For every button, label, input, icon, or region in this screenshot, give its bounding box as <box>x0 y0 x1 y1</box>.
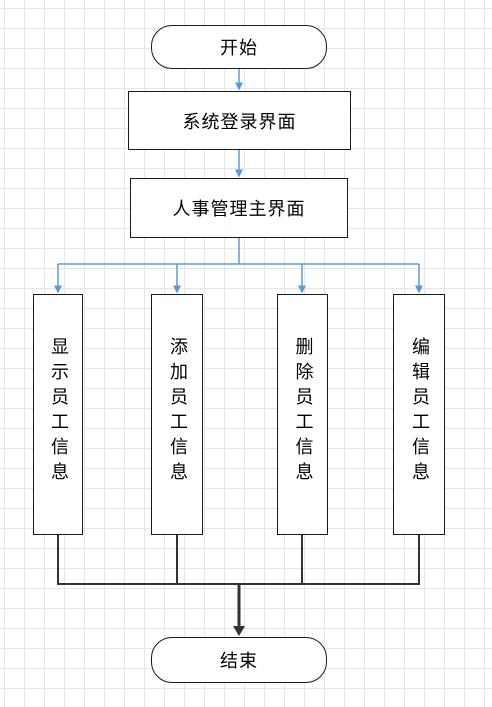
login-screen-node: 系统登录界面 <box>128 91 351 150</box>
end-node: 结束 <box>151 637 327 683</box>
start-label: 开始 <box>220 38 258 59</box>
end-label: 结束 <box>220 651 258 672</box>
module-add-employee: 添加员工信息 <box>151 294 203 535</box>
module-add-label: 添加员工信息 <box>167 336 188 487</box>
module-delete-label: 删除员工信息 <box>292 336 314 487</box>
main-screen-label: 人事管理主界面 <box>172 199 306 220</box>
module-show-employee: 显示员工信息 <box>33 294 83 535</box>
main-screen-node: 人事管理主界面 <box>130 178 348 238</box>
module-show-label: 显示员工信息 <box>48 336 69 487</box>
module-edit-employee: 编辑员工信息 <box>393 294 445 535</box>
start-node: 开始 <box>151 25 327 69</box>
module-delete-employee: 删除员工信息 <box>277 294 328 535</box>
login-screen-label: 系统登录界面 <box>182 111 297 133</box>
module-edit-label: 编辑员工信息 <box>409 336 430 487</box>
